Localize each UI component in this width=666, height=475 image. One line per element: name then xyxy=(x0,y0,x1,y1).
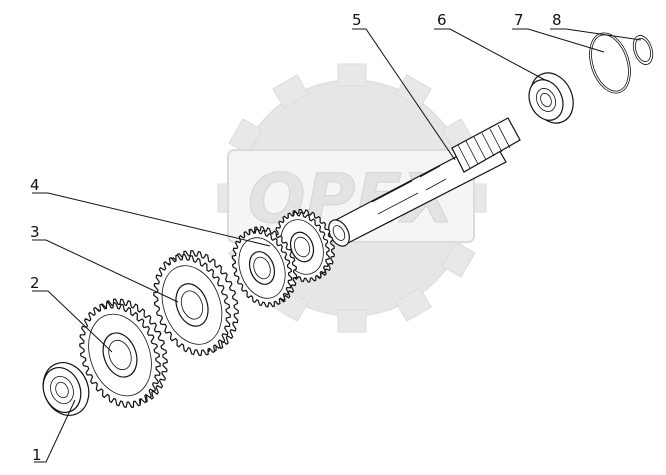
watermark-gear-tooth xyxy=(337,63,367,87)
watermark-gear-tooth xyxy=(337,309,367,333)
callout-1: 1 xyxy=(32,446,42,464)
callout-leaders xyxy=(32,28,642,463)
gear-3 xyxy=(153,249,239,357)
leader-3 xyxy=(32,239,179,303)
watermark-gear-tooth xyxy=(395,74,432,109)
callout-5: 5 xyxy=(352,11,362,29)
callout-7: 7 xyxy=(514,11,524,29)
part-4-double-gear xyxy=(231,208,335,308)
part-8-circlip xyxy=(632,35,654,65)
callout-6: 6 xyxy=(437,11,447,29)
part-5-shaft xyxy=(328,117,521,247)
watermark-gear-tooth xyxy=(228,118,263,155)
gear-4-front xyxy=(231,226,298,308)
leader-5 xyxy=(352,28,456,161)
callout-4: 4 xyxy=(30,176,40,194)
part-6-bearing xyxy=(528,72,574,124)
watermark-gear-tooth xyxy=(441,241,476,278)
callout-2: 2 xyxy=(30,274,40,292)
leader-4 xyxy=(32,192,271,247)
leader-7 xyxy=(512,28,605,53)
leader-6 xyxy=(434,28,546,81)
part-1-bearing xyxy=(42,362,90,416)
callout-3: 3 xyxy=(30,223,40,241)
watermark-gear-tooth xyxy=(272,74,309,109)
callout-8: 8 xyxy=(552,11,562,29)
leader-1 xyxy=(34,399,76,463)
watermark-gear-tooth xyxy=(395,287,432,322)
callout-labels: 1 2 3 4 5 6 7 8 xyxy=(30,11,562,464)
leader-2 xyxy=(32,290,113,353)
part-3-gear-with-hub xyxy=(153,249,239,357)
gear-2 xyxy=(79,298,168,408)
part-7-retaining-ring xyxy=(589,32,631,94)
shaft-spline xyxy=(451,117,521,173)
leader-8 xyxy=(550,28,642,41)
part-2-gear xyxy=(79,298,168,408)
